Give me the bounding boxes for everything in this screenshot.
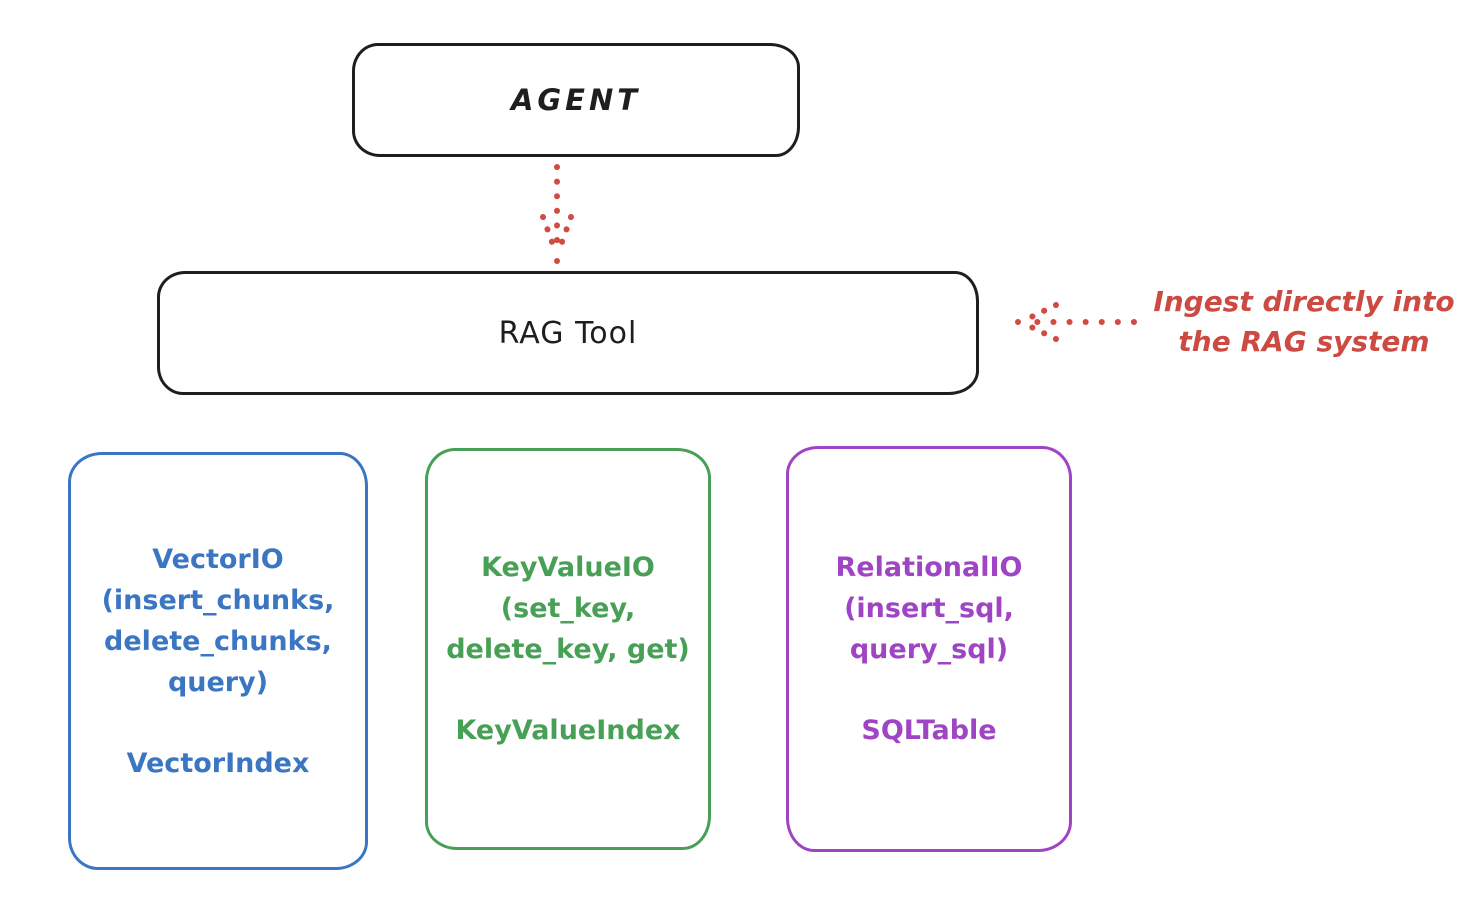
sql-table-label: SQLTable bbox=[861, 715, 997, 746]
keyvalue-io-method-line: delete_key, get) bbox=[446, 634, 690, 665]
ingest-annotation-line2: the RAG system bbox=[1178, 325, 1430, 358]
vector-index-label: VectorIndex bbox=[126, 747, 310, 779]
vector-io-method-line: (insert_chunks, bbox=[101, 584, 335, 616]
dotted-arrow-down-icon bbox=[537, 160, 577, 270]
relational-io-title: RelationalIO bbox=[835, 552, 1023, 583]
vector-io-box: VectorIO (insert_chunks, delete_chunks, … bbox=[68, 452, 368, 870]
relational-io-method-line: query_sql) bbox=[849, 634, 1009, 665]
keyvalue-io-box: KeyValueIO (set_key, delete_key, get) Ke… bbox=[425, 448, 711, 850]
keyvalue-io-title: KeyValueIO bbox=[481, 552, 655, 583]
keyvalue-io-method-line: (set_key, bbox=[500, 593, 636, 624]
dotted-arrow-left-icon bbox=[1010, 296, 1142, 348]
relational-io-box: RelationalIO (insert_sql, query_sql) SQL… bbox=[786, 446, 1072, 852]
vector-io-method-line: delete_chunks, bbox=[104, 625, 332, 657]
ingest-annotation-line1: Ingest directly into bbox=[1153, 285, 1455, 318]
relational-io-method-line: (insert_sql, bbox=[844, 593, 1014, 624]
keyvalue-index-label: KeyValueIndex bbox=[455, 715, 681, 746]
agent-label: AGENT bbox=[510, 83, 642, 117]
vector-io-method-line: query) bbox=[167, 666, 269, 698]
agent-box: AGENT bbox=[352, 43, 800, 157]
rag-tool-label: RAG Tool bbox=[498, 315, 638, 351]
rag-tool-box: RAG Tool bbox=[157, 271, 979, 395]
ingest-annotation: Ingest directly into the RAG system bbox=[1132, 282, 1476, 362]
vector-io-title: VectorIO bbox=[152, 543, 284, 575]
